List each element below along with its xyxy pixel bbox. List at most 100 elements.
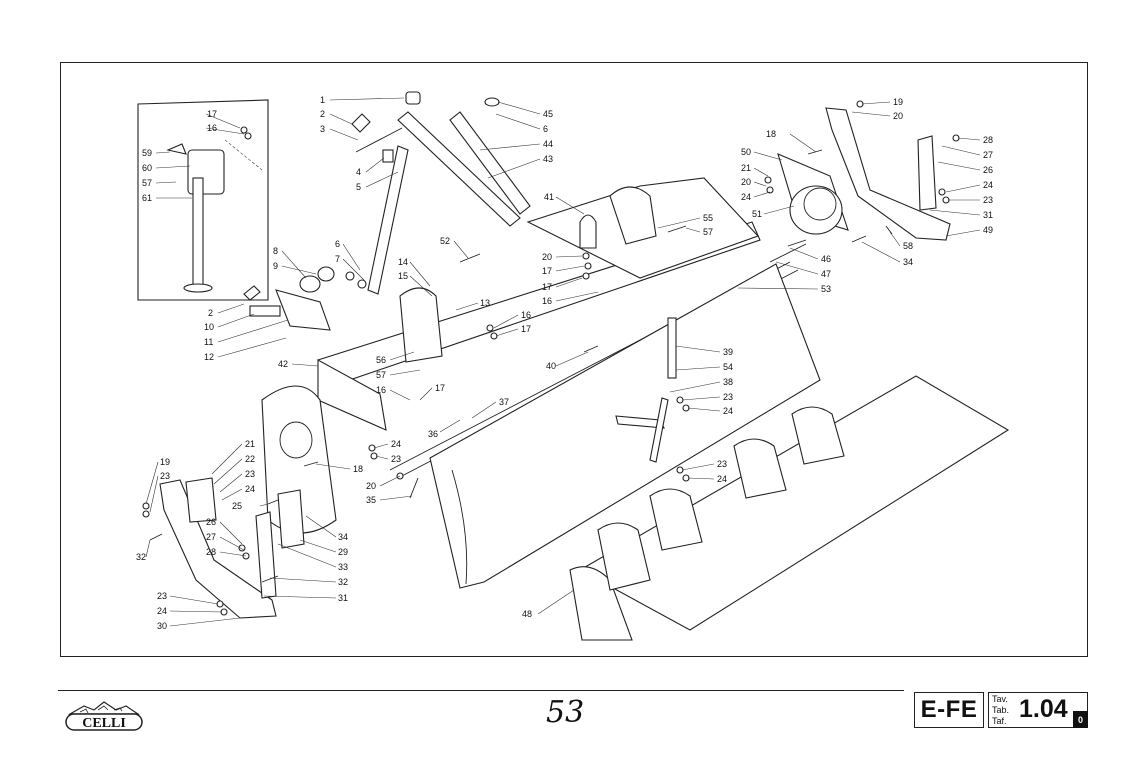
drawing-code: E-FE [920, 696, 978, 723]
callout: 17 [435, 383, 445, 393]
callout: 23 [717, 459, 727, 469]
callout: 28 [983, 135, 993, 145]
side-gear-housing [777, 153, 849, 235]
callout: 5 [356, 182, 361, 192]
main-frame [317, 177, 761, 431]
callout: 24 [391, 439, 401, 449]
callout: 56 [376, 355, 386, 365]
callout: 7 [335, 254, 340, 264]
callout: 54 [723, 362, 733, 372]
brand-logo: CELLI [65, 701, 143, 731]
callout: 2 [320, 109, 325, 119]
callout: 3 [320, 124, 325, 134]
callout: 23 [245, 469, 255, 479]
callout: 61 [142, 193, 152, 203]
rear-hood [429, 263, 821, 589]
callout: 24 [723, 406, 733, 416]
callout: 34 [903, 257, 913, 267]
link-bar-5 [367, 145, 409, 295]
callout: 25 [232, 501, 242, 511]
top-link-assembly [351, 91, 531, 295]
footer-rule [58, 690, 904, 691]
callout-numbers: 1 2 3 4 5 45 6 44 43 41 52 6 7 8 9 14 15… [136, 95, 993, 631]
lever-assembly [615, 317, 677, 463]
callout: 46 [821, 254, 831, 264]
gear-cover [789, 185, 843, 235]
hitch-plate [275, 289, 331, 331]
callout: 15 [398, 271, 408, 281]
callout: 32 [338, 577, 348, 587]
callout: 27 [983, 150, 993, 160]
callout: 47 [821, 269, 831, 279]
callout: 60 [142, 163, 152, 173]
callout: 22 [245, 454, 255, 464]
drawing-frame [60, 62, 1088, 657]
hardware-marks [142, 100, 960, 616]
callout: 41 [544, 192, 554, 202]
callout: 58 [903, 241, 913, 251]
callout: 24 [741, 192, 751, 202]
brand-text: CELLI [82, 716, 126, 731]
callout: 51 [752, 209, 762, 219]
callout: 21 [245, 439, 255, 449]
callout: 8 [273, 246, 278, 256]
table-number-box: Tav. Tab. Taf. 1.04 0 [988, 692, 1088, 728]
callout: 20 [741, 177, 751, 187]
callout: 16 [521, 310, 531, 320]
callout: 20 [542, 252, 552, 262]
callout: 24 [245, 484, 255, 494]
drawing-code-box: E-FE [914, 692, 984, 728]
callout: 30 [157, 621, 167, 631]
callout: 31 [338, 593, 348, 603]
callout: 17 [207, 109, 217, 119]
callout: 37 [499, 397, 509, 407]
callout: 32 [136, 552, 146, 562]
callout: 23 [723, 392, 733, 402]
callout: 20 [893, 111, 903, 121]
callout: 19 [160, 457, 170, 467]
callout: 11 [204, 337, 213, 347]
callout: 17 [542, 266, 552, 276]
callout: 24 [157, 606, 167, 616]
callout: 24 [983, 180, 993, 190]
callout: 59 [142, 148, 152, 158]
callout: 40 [546, 361, 556, 371]
callout: 33 [338, 562, 348, 572]
table-number: 1.04 [1019, 695, 1068, 723]
callout: 42 [278, 359, 288, 369]
inset-stand-detail [137, 99, 269, 301]
stand-pin [192, 177, 204, 289]
callout: 28 [206, 547, 216, 557]
handwritten-page-number: 53 [546, 695, 584, 730]
callout: 35 [366, 495, 376, 505]
callout: 36 [428, 429, 438, 439]
callout: 17 [521, 324, 531, 334]
callout: 17 [542, 282, 552, 292]
callout: 23 [983, 195, 993, 205]
plate-29 [277, 489, 305, 549]
callout: 26 [206, 517, 216, 527]
pin-group-left [243, 266, 367, 331]
right-skid [825, 107, 951, 241]
callout: 57 [703, 227, 713, 237]
callout: 49 [983, 225, 993, 235]
callout: 53 [821, 284, 831, 294]
headstock-bracket [609, 186, 657, 245]
callout: 18 [766, 129, 776, 139]
callout: 4 [356, 167, 361, 177]
callout: 39 [723, 347, 733, 357]
leader-lines [145, 97, 981, 627]
callout: 44 [543, 139, 553, 149]
callout: 6 [543, 124, 548, 134]
callout: 16 [542, 296, 552, 306]
callout: 52 [440, 236, 450, 246]
callout: 10 [204, 322, 214, 332]
callout: 21 [741, 163, 751, 173]
callout: 43 [543, 154, 553, 164]
callout: 23 [391, 454, 401, 464]
callout: 31 [983, 210, 993, 220]
callout: 16 [376, 385, 386, 395]
bottom-frame [569, 375, 1010, 641]
callout: 13 [480, 298, 490, 308]
